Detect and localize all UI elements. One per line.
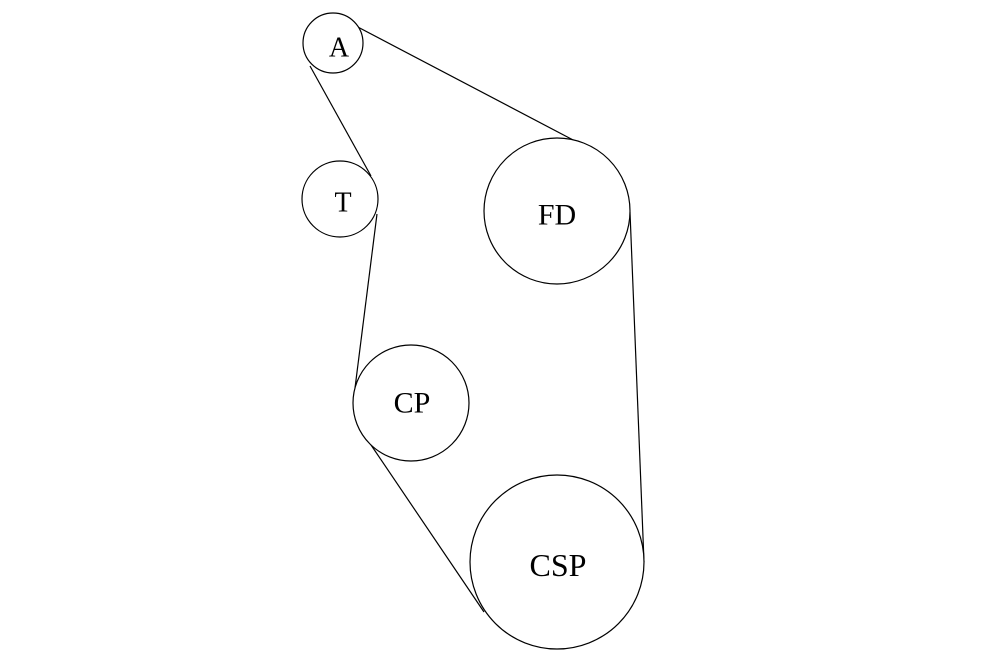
pulley-cp: CP	[352, 344, 470, 462]
pulley-fd-circle	[483, 137, 631, 285]
belt-segment-a-fd	[332, 13, 597, 153]
belt-segment-fd-csp	[629, 211, 645, 563]
belt-segment-t-a	[309, 65, 372, 177]
pulley-cp-label: CP	[394, 387, 431, 420]
pulley-a: A	[302, 12, 364, 74]
pulley-fd: FD	[483, 137, 631, 285]
pulley-a-circle	[302, 12, 364, 74]
belt-segment-cp-t	[354, 213, 378, 389]
pulley-csp-circle	[469, 474, 645, 650]
belt-segment-csp-cp	[368, 441, 485, 613]
pulley-csp-label: CSP	[530, 547, 587, 583]
pulley-t-label: T	[334, 188, 351, 219]
pulley-a-label: A	[329, 33, 350, 64]
pulley-cp-circle	[352, 344, 470, 462]
pulley-fd-label: FD	[538, 199, 576, 232]
pulley-t: T	[301, 160, 379, 238]
belt	[309, 13, 645, 613]
pulley-csp: CSP	[469, 474, 645, 650]
pulley-t-circle	[301, 160, 379, 238]
